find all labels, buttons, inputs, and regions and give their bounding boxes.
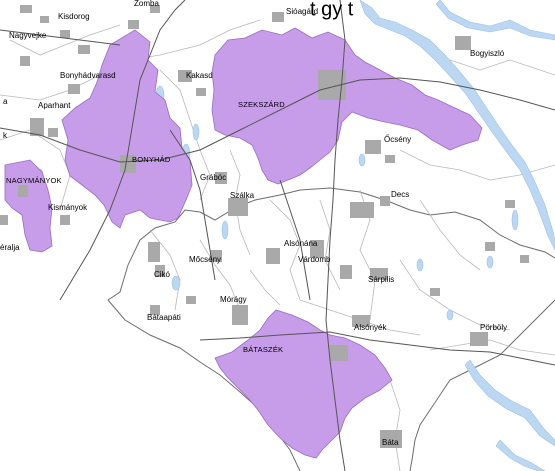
region-szekszard [211, 27, 483, 185]
place-labels: Sióagárd Kisdorog Zomba Nagyvejke Bonyhá… [0, 0, 507, 447]
road-main-1 [59, 0, 186, 301]
lake-10 [486, 255, 494, 269]
road-sec-1 [0, 29, 121, 46]
lake-6 [171, 275, 181, 291]
label-nagymanyok: NAGYMÁNYOK [6, 176, 62, 185]
settlement-alsonana [266, 248, 280, 264]
label-decs: Decs [391, 190, 409, 199]
settlement-kakasd [178, 70, 192, 82]
label-bataszek: BÁTASZÉK [243, 345, 283, 354]
lake-2 [192, 123, 200, 141]
label-a-edge: a [3, 97, 8, 106]
label-szekszard: SZEKSZÁRD [238, 100, 285, 109]
label-mocseny: Mőcsény [189, 255, 221, 264]
settlement-ciko [155, 265, 165, 277]
label-alsonana: Alsónána [284, 239, 318, 248]
label-porboly: Pörböly [480, 323, 507, 332]
label-vardomb: Várdomb [298, 255, 331, 264]
settlement-alsonyek [352, 315, 370, 327]
label-ocseny: Őcsény [384, 135, 411, 144]
settlements [0, 5, 529, 448]
label-zomba: Zomba [134, 0, 159, 8]
settlement-porboly [470, 332, 488, 346]
lake-7 [221, 220, 229, 240]
settlement-sarpilis [370, 268, 388, 280]
label-batapati: Bátaapáti [147, 313, 181, 322]
lake-12 [446, 309, 454, 321]
label-szalka: Szálka [230, 191, 255, 200]
region-nagymanyok [4, 159, 53, 253]
label-kakasd: Kakasd [186, 71, 213, 80]
settlement-bataszek [330, 345, 348, 361]
label-siogard: Sióagárd [286, 7, 318, 16]
settlement-siogard [272, 12, 284, 22]
river-arm-3 [495, 439, 546, 471]
label-eralja: éralja [0, 243, 20, 252]
settlement-aparhant [30, 118, 44, 136]
label-bata: Báta [382, 438, 399, 447]
river-arm-1 [435, 0, 555, 41]
label-k-edge: k [3, 131, 8, 140]
settlement-nagymanyok [18, 185, 28, 197]
title-fragment: t gy t [310, 0, 354, 21]
label-alsonyek: Alsónyék [354, 323, 387, 332]
label-nagyvejke: Nagyvejke [9, 31, 47, 40]
label-bonyhad: BONYHÁD [132, 155, 171, 164]
label-kismanyok: Kismányok [48, 203, 88, 212]
settlement-bata [380, 430, 402, 448]
label-sarpilis: Sárpilis [368, 275, 394, 284]
settlement-ocseny [365, 140, 381, 154]
settlement-vardomb [310, 240, 324, 258]
label-graboc: Grábóc [200, 173, 226, 182]
label-moragy: Mórágy [220, 295, 247, 304]
settlement-szalka [228, 198, 248, 216]
river-arm-2 [464, 359, 555, 447]
settlement-bogyiszlo [455, 36, 471, 50]
label-bogyiszlo: Bogyiszló [470, 49, 505, 58]
label-kisdorog: Kisdorog [58, 12, 90, 21]
label-aparhant: Aparhant [38, 101, 71, 110]
river-danube [359, 0, 555, 251]
road-sec-2 [169, 129, 216, 281]
label-bonyhadvarasd: Bonyhádvarasd [60, 71, 116, 80]
lake-11 [511, 209, 519, 231]
settlement-mocseny [210, 250, 222, 262]
settlement-decs [350, 202, 374, 218]
road-main-4 [199, 331, 555, 366]
settlement-graboc [215, 172, 227, 184]
region-bonyhad [61, 29, 193, 229]
label-ciko: Cikó [154, 270, 171, 279]
road-sec-3 [279, 179, 311, 301]
settlement-moragy [232, 305, 248, 325]
settlement-bonyhad [120, 155, 136, 173]
lake-9 [416, 258, 424, 272]
road-main-2 [0, 77, 555, 163]
lake-8 [358, 153, 366, 167]
road-main-3 [325, 0, 346, 471]
settlement-batapati [150, 305, 160, 315]
